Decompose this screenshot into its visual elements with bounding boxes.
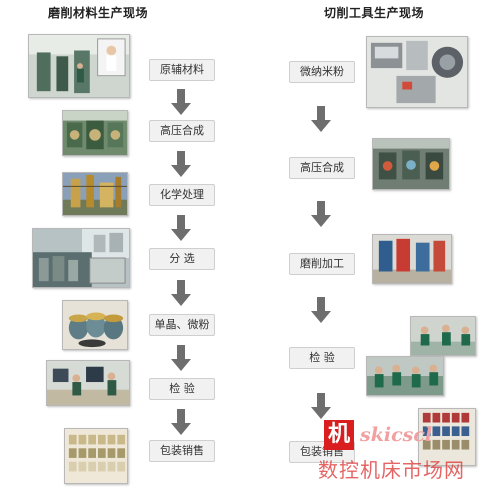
photo-right-inspection <box>410 316 476 356</box>
left-step-high-pressure-synthesis: 高压合成 <box>149 120 215 142</box>
photo-right-inspection-lab <box>366 356 444 396</box>
down-arrow-icon <box>311 297 331 323</box>
left-step-raw-materials: 原辅材料 <box>149 59 215 81</box>
photo-sorting <box>32 228 130 288</box>
down-arrow-icon <box>171 280 191 306</box>
left-step-single-crystal-micropowder: 单晶、微粉 <box>149 314 215 336</box>
right-column-title: 切削工具生产现场 <box>324 6 425 20</box>
down-arrow-icon <box>311 393 331 419</box>
photo-packaging-sales <box>64 428 128 484</box>
down-arrow-icon <box>171 215 191 241</box>
down-arrow-icon <box>311 106 331 132</box>
left-step-inspection: 检 验 <box>149 378 215 400</box>
right-step-packaging-sales: 包装销售 <box>289 441 355 463</box>
right-step-inspection: 检 验 <box>289 347 355 369</box>
photo-raw-materials <box>28 34 130 98</box>
right-step-grinding-machining: 磨削加工 <box>289 253 355 275</box>
left-step-packaging-sales: 包装销售 <box>149 440 215 462</box>
right-step-high-pressure-synthesis: 高压合成 <box>289 157 355 179</box>
down-arrow-icon <box>171 345 191 371</box>
photo-chemical-treatment <box>62 172 128 216</box>
left-column-title: 磨削材料生产现场 <box>48 6 149 20</box>
photo-nano-powder <box>366 36 468 108</box>
left-step-chemical-treatment: 化学处理 <box>149 184 215 206</box>
down-arrow-icon <box>171 409 191 435</box>
photo-right-high-pressure-synthesis <box>372 138 450 190</box>
photo-single-crystal-micropowder <box>62 300 128 350</box>
down-arrow-icon <box>171 89 191 115</box>
photo-grinding-machining <box>372 234 452 284</box>
right-step-nano-powder: 微纳米粉 <box>289 61 355 83</box>
down-arrow-icon <box>171 151 191 177</box>
down-arrow-icon <box>311 201 331 227</box>
photo-right-packaging-sales <box>418 408 476 466</box>
left-step-sorting: 分 选 <box>149 248 215 270</box>
photo-high-pressure-synthesis <box>62 110 128 156</box>
photo-inspection <box>46 360 130 406</box>
